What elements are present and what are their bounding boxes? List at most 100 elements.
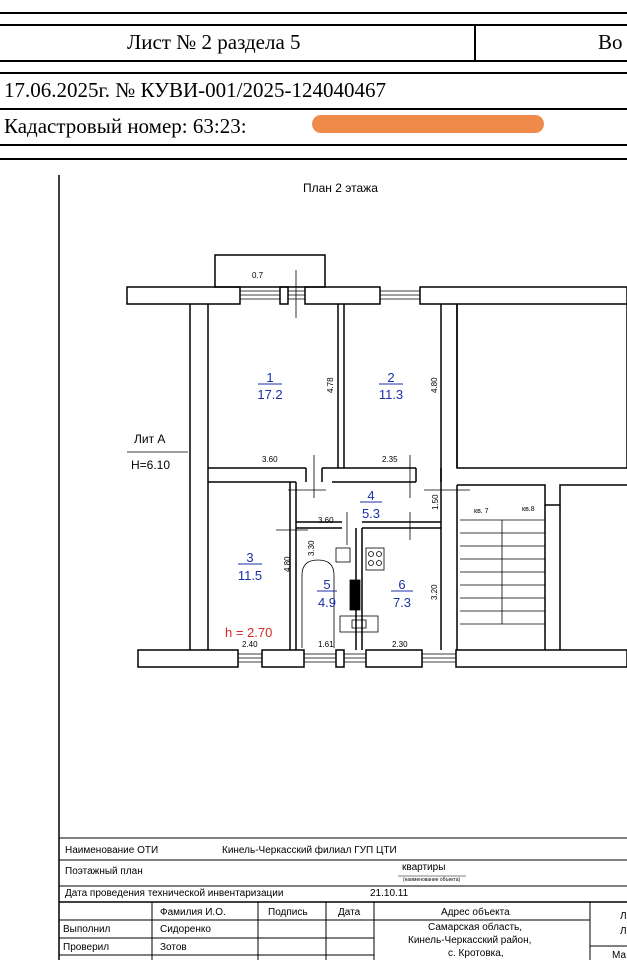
window-top-3 bbox=[380, 290, 420, 300]
stair-wall-top bbox=[457, 484, 627, 506]
col-address: Адрес объекта bbox=[441, 907, 510, 918]
wall-top-left bbox=[126, 286, 241, 305]
plan-type-value: квартиры bbox=[402, 862, 446, 873]
kitchen-sink-icon bbox=[339, 615, 379, 633]
sink-bowl-icon bbox=[351, 619, 367, 629]
row1-name: Сидоренко bbox=[160, 924, 211, 935]
window-top-1 bbox=[240, 290, 280, 300]
col-fio: Фамилия И.О. bbox=[160, 907, 226, 918]
apartment-7-label: кв. 7 bbox=[474, 508, 489, 515]
wall-right-building bbox=[456, 304, 627, 469]
wall-top-pier bbox=[279, 286, 289, 305]
wall-bottom-left bbox=[137, 649, 239, 668]
bathtub bbox=[301, 559, 335, 648]
room-3-number: 3 bbox=[246, 550, 253, 565]
fixtures bbox=[301, 547, 385, 648]
redaction-mark bbox=[312, 115, 544, 133]
dim-330: 3.30 bbox=[307, 540, 316, 556]
room-4-number: 4 bbox=[367, 488, 374, 503]
stair-divider bbox=[544, 505, 561, 650]
room-1-area: 17.2 bbox=[257, 387, 282, 402]
room-2-number: 2 bbox=[387, 370, 394, 385]
address-line-3: с. Кротовка, bbox=[448, 948, 504, 959]
right-fragment-2: Л bbox=[620, 926, 627, 937]
row2-role: Проверил bbox=[63, 942, 110, 953]
address-line-1: Самарская область, bbox=[428, 922, 523, 933]
apartment-8-label: кв.8 bbox=[522, 506, 535, 513]
header-rule bbox=[0, 24, 627, 26]
window-bottom-3 bbox=[344, 653, 366, 663]
right-fragment-3: Ма bbox=[612, 950, 627, 961]
wall-left bbox=[189, 304, 209, 650]
wall-bottom-a bbox=[261, 649, 305, 668]
dim-360-hall: 3.60 bbox=[318, 516, 334, 525]
dim-320: 3.20 bbox=[430, 584, 439, 600]
door-marks bbox=[276, 270, 470, 545]
balcony bbox=[214, 254, 326, 288]
header-rule bbox=[0, 60, 627, 62]
dim-360: 3.60 bbox=[262, 455, 278, 464]
right-fragment-1: Л bbox=[620, 911, 627, 922]
row1-role: Выполнил bbox=[63, 924, 111, 935]
ceiling-height: h = 2.70 bbox=[225, 625, 272, 640]
burner-icon bbox=[376, 560, 382, 566]
room-5-area: 4.9 bbox=[318, 595, 336, 610]
sheet-right-fragment: Во bbox=[598, 30, 623, 54]
room-1-number: 1 bbox=[266, 370, 273, 385]
row2-name: Зотов bbox=[160, 942, 187, 953]
window-bottom-1 bbox=[238, 653, 262, 663]
radiator-icon bbox=[349, 579, 361, 611]
inventory-label: Дата проведения технической инвентаризац… bbox=[65, 888, 284, 899]
header-rule bbox=[0, 72, 627, 74]
dim-480-room3: 4.80 bbox=[283, 556, 292, 572]
header-rule bbox=[0, 108, 627, 110]
plan-labels: План 2 этажа Лит А H=6.10 0.7 1 17.2 2 1… bbox=[127, 181, 535, 649]
wall-bottom-right bbox=[455, 649, 627, 668]
wall-middle-ends bbox=[305, 468, 442, 482]
oti-value: Кинель-Черкасский филиал ГУП ЦТИ bbox=[222, 845, 397, 856]
room-6-number: 6 bbox=[398, 577, 405, 592]
walls bbox=[126, 254, 627, 668]
dim-235: 2.35 bbox=[382, 455, 398, 464]
plan-title: План 2 этажа bbox=[303, 181, 378, 195]
burner-icon bbox=[368, 560, 374, 566]
doc-date-number: 17.06.2025г. № КУВИ-001/2025-124040467 bbox=[4, 78, 386, 102]
room-6-area: 7.3 bbox=[393, 595, 411, 610]
balcony-dim: 0.7 bbox=[252, 271, 264, 280]
burner-icon bbox=[376, 551, 382, 557]
title-block-grid bbox=[59, 859, 627, 960]
stair-treads bbox=[460, 519, 545, 625]
cadastral-number: Кадастровый номер: 63:23: bbox=[4, 114, 247, 138]
windows bbox=[238, 290, 456, 663]
washbasin-icon bbox=[335, 547, 351, 563]
wall-top-middle bbox=[304, 286, 381, 305]
wall-flat-right bbox=[440, 304, 458, 650]
burner-icon bbox=[368, 551, 374, 557]
wall-room3-right bbox=[289, 482, 297, 650]
room-4-area: 5.3 bbox=[362, 506, 380, 521]
room-3-area: 11.5 bbox=[238, 568, 262, 583]
window-bottom-2 bbox=[304, 653, 336, 663]
plan-type-label: Поэтажный план bbox=[65, 866, 143, 877]
wall-bottom-b bbox=[335, 649, 345, 668]
dim-240: 2.40 bbox=[242, 640, 258, 649]
dim-480: 4.80 bbox=[430, 377, 439, 393]
header-rule bbox=[0, 144, 627, 146]
window-bottom-4 bbox=[422, 653, 456, 663]
sheet-label: Лист № 2 раздела 5 bbox=[127, 30, 301, 54]
plan-type-caption: (наименование объекта) bbox=[403, 877, 461, 883]
dim-230: 2.30 bbox=[392, 640, 408, 649]
header-divider bbox=[474, 24, 476, 61]
lit-label: Лит А bbox=[134, 432, 165, 446]
address-line-2: Кинель-Черкасский район, bbox=[408, 935, 532, 946]
stove-icon bbox=[365, 547, 385, 571]
wall-middle bbox=[208, 467, 416, 483]
header-rule bbox=[0, 12, 627, 14]
col-date: Дата bbox=[338, 907, 361, 918]
header-rule bbox=[0, 158, 627, 160]
oti-label: Наименование ОТИ bbox=[65, 845, 159, 856]
partition-1-2 bbox=[337, 304, 345, 468]
inventory-date: 21.10.11 bbox=[370, 888, 409, 899]
height-label: H=6.10 bbox=[131, 458, 170, 472]
wall-top-right bbox=[419, 286, 627, 305]
